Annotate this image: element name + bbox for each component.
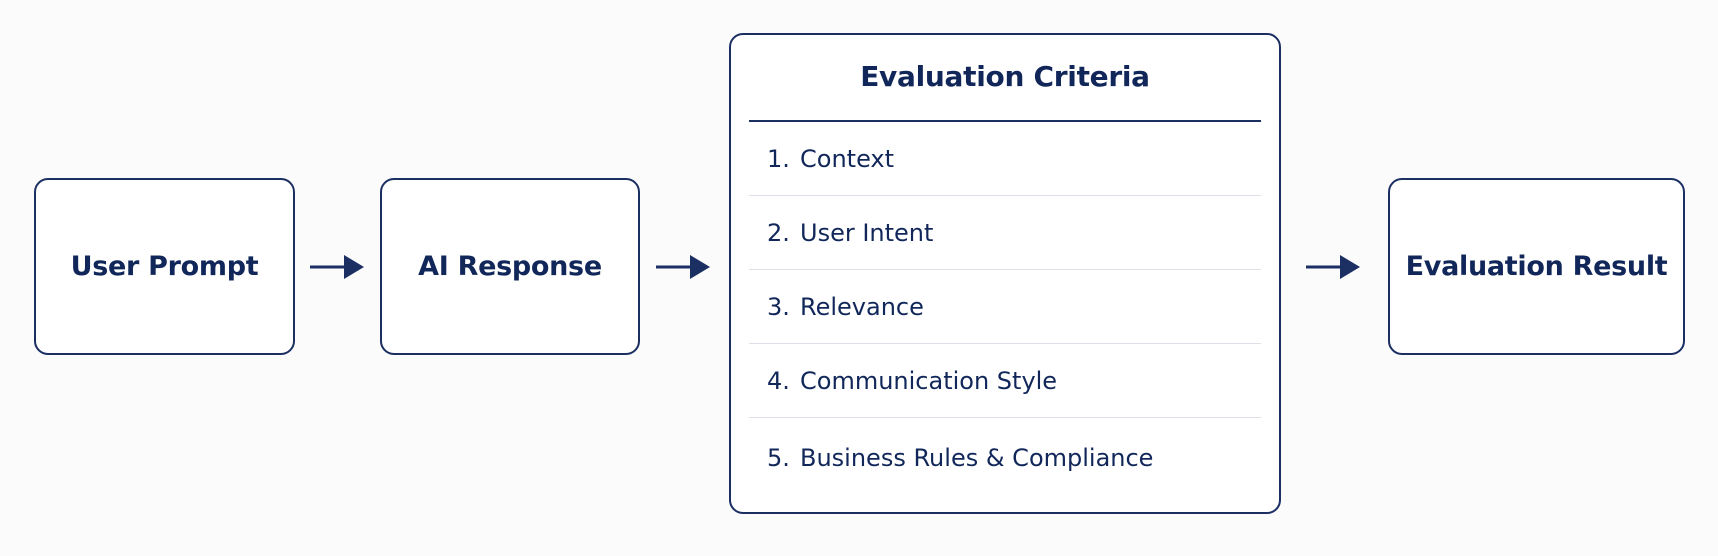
title-divider	[749, 120, 1261, 122]
criteria-item-number: 1.	[767, 144, 790, 173]
criteria-item-business-rules: 5. Business Rules & Compliance	[749, 418, 1261, 498]
evaluation-criteria-title: Evaluation Criteria	[860, 60, 1150, 93]
criteria-item-context: 1. Context	[749, 122, 1261, 196]
evaluation-criteria-box: Evaluation Criteria 1. Context 2. User I…	[729, 33, 1281, 514]
evaluation-result-box: Evaluation Result	[1388, 178, 1685, 355]
criteria-item-number: 4.	[767, 366, 790, 395]
criteria-item-label: Context	[800, 144, 895, 173]
criteria-item-label: Communication Style	[800, 366, 1058, 395]
ai-response-label: AI Response	[418, 251, 602, 282]
criteria-item-number: 5.	[767, 444, 790, 472]
criteria-item-label: Business Rules & Compliance	[800, 444, 1154, 472]
criteria-item-number: 2.	[767, 218, 790, 247]
criteria-item-label: User Intent	[800, 218, 934, 247]
user-prompt-box: User Prompt	[34, 178, 295, 355]
evaluation-result-label: Evaluation Result	[1405, 251, 1668, 282]
arrow-right-icon	[656, 252, 712, 282]
arrow-right-icon	[1306, 252, 1362, 282]
criteria-list: 1. Context 2. User Intent 3. Relevance 4…	[749, 122, 1261, 498]
criteria-item-label: Relevance	[800, 292, 924, 321]
criteria-item-relevance: 3. Relevance	[749, 270, 1261, 344]
criteria-item-user-intent: 2. User Intent	[749, 196, 1261, 270]
criteria-item-communication-style: 4. Communication Style	[749, 344, 1261, 418]
arrow-right-icon	[310, 252, 366, 282]
ai-response-box: AI Response	[380, 178, 640, 355]
criteria-item-number: 3.	[767, 292, 790, 321]
user-prompt-label: User Prompt	[70, 251, 259, 282]
